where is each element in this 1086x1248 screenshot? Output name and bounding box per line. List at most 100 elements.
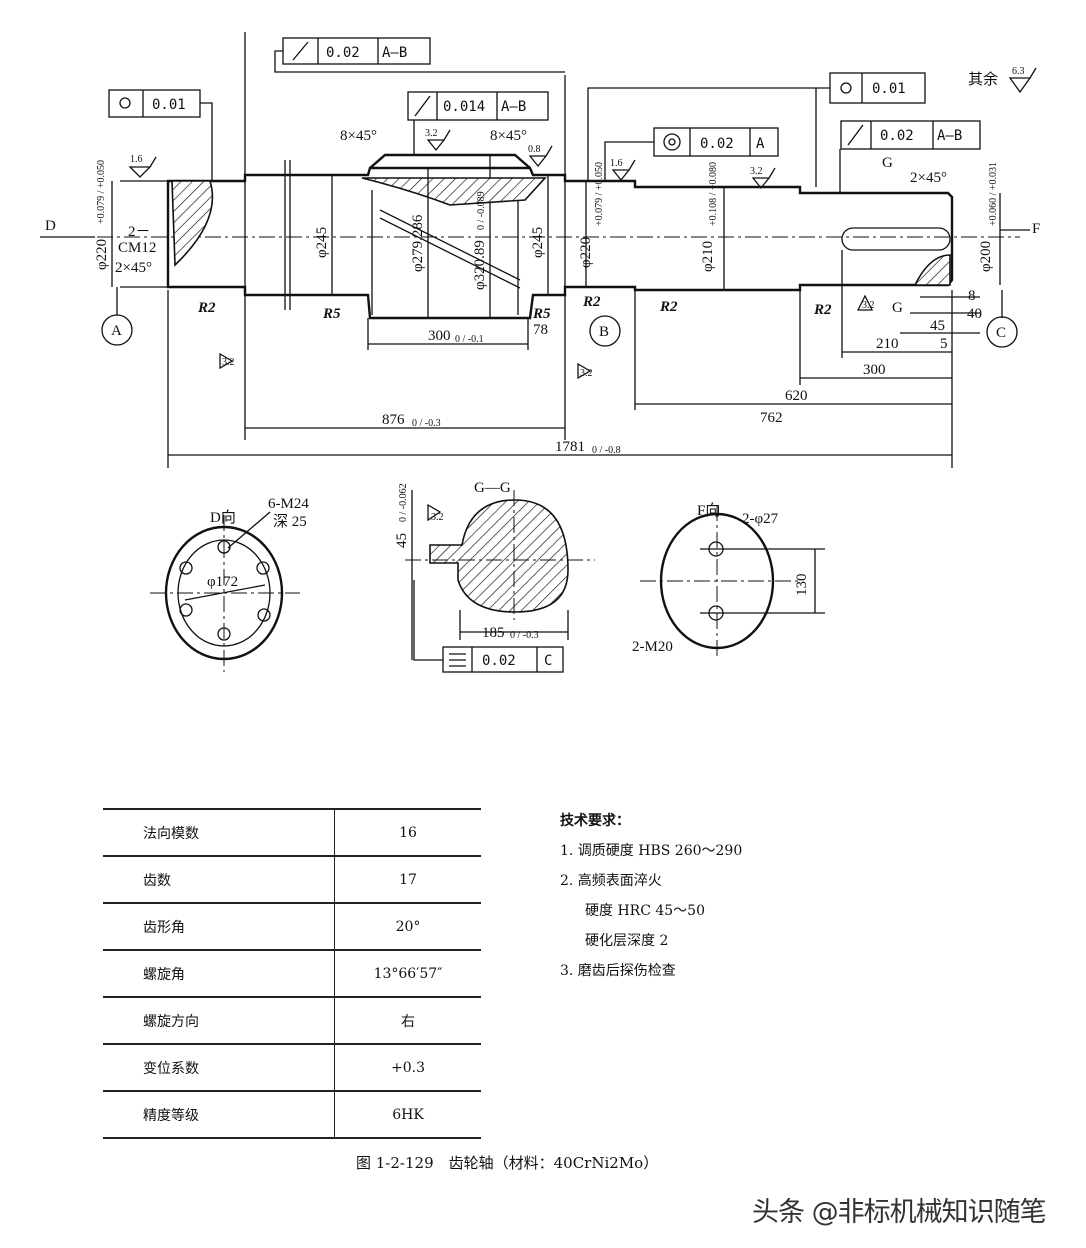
param-value: 13°66′57″ bbox=[334, 949, 481, 998]
svg-text:A: A bbox=[756, 136, 765, 152]
fcf-concentricity: 0.02 A bbox=[604, 127, 779, 181]
param-label: 精度等级 bbox=[103, 1090, 335, 1139]
svg-text:3.2: 3.2 bbox=[431, 512, 444, 523]
svg-text:762: 762 bbox=[760, 410, 783, 426]
technical-requirements: 技术要求： 1. 调质硬度 HBS 260～290 2. 高频表面淬火 硬度 H… bbox=[560, 806, 742, 986]
view-arrow-f: F bbox=[1032, 221, 1040, 237]
svg-text:R2: R2 bbox=[813, 302, 832, 318]
svg-text:1781: 1781 bbox=[555, 439, 585, 455]
svg-text:B: B bbox=[599, 324, 609, 340]
svg-text:R2: R2 bbox=[197, 300, 216, 316]
svg-text:φ172: φ172 bbox=[207, 574, 238, 590]
requirement-item: 2. 高频表面淬火 bbox=[560, 873, 662, 889]
svg-text:φ279.286: φ279.286 bbox=[410, 214, 426, 272]
dimension-lines bbox=[40, 32, 1030, 468]
svg-text:φ220: φ220 bbox=[94, 239, 110, 270]
param-value: 右 bbox=[334, 996, 481, 1045]
shaft-outline bbox=[120, 153, 954, 320]
cylindricity-icon bbox=[119, 97, 131, 109]
svg-text:3.2: 3.2 bbox=[750, 166, 763, 177]
table-row: 螺旋方向右 bbox=[103, 996, 481, 1045]
datum-c: C bbox=[986, 290, 1018, 348]
requirement-item: 硬度 HRC 45～50 bbox=[585, 903, 705, 919]
svg-text:3.2: 3.2 bbox=[425, 128, 438, 139]
concentricity-icon bbox=[663, 133, 681, 151]
svg-text:8×45°: 8×45° bbox=[340, 128, 377, 144]
param-value: +0.3 bbox=[334, 1043, 481, 1092]
svg-text:2×45°: 2×45° bbox=[910, 170, 947, 186]
svg-text:1.6: 1.6 bbox=[130, 154, 143, 165]
svg-text:+0.108 / +0.080: +0.108 / +0.080 bbox=[708, 162, 719, 226]
center-hole-section bbox=[171, 180, 214, 267]
datum-b: B bbox=[589, 315, 621, 347]
svg-text:φ245: φ245 bbox=[314, 227, 330, 258]
svg-text:0.02: 0.02 bbox=[482, 653, 516, 669]
svg-text:φ245: φ245 bbox=[530, 227, 546, 258]
svg-text:0 / -0.089: 0 / -0.089 bbox=[476, 191, 487, 230]
param-label: 法向模数 bbox=[103, 808, 335, 857]
section-g-g: G—G 45 0 / -0.062 185 0 / -0.3 bbox=[394, 480, 595, 660]
svg-text:F向: F向 bbox=[697, 502, 720, 519]
section-mark-g-top: G bbox=[882, 155, 893, 171]
param-value: 17 bbox=[334, 855, 481, 904]
dimension-texts: φ220 +0.079 / +0.050 φ245 φ279.286 φ320.… bbox=[94, 128, 999, 456]
svg-text:φ220: φ220 bbox=[578, 237, 594, 268]
svg-text:40: 40 bbox=[967, 306, 982, 322]
param-value: 6HK bbox=[334, 1090, 481, 1139]
requirement-item: 硬化层深度 2 bbox=[585, 933, 669, 949]
keyway bbox=[841, 227, 951, 251]
svg-text:φ320.89: φ320.89 bbox=[472, 240, 488, 290]
svg-text:深 25: 深 25 bbox=[273, 513, 307, 530]
runout-icon bbox=[847, 124, 864, 146]
svg-text:2-M20: 2-M20 bbox=[632, 639, 673, 655]
svg-text:2-φ27: 2-φ27 bbox=[742, 511, 779, 527]
svg-text:C: C bbox=[996, 325, 1006, 341]
svg-text:+0.079 / +0.050: +0.079 / +0.050 bbox=[96, 160, 107, 224]
svg-text:0 / -0.062: 0 / -0.062 bbox=[398, 483, 409, 522]
svg-text:A—B: A—B bbox=[382, 45, 407, 61]
svg-text:0.8: 0.8 bbox=[528, 144, 541, 155]
view-d: D向 6-M24 深 25 φ172 bbox=[150, 496, 309, 672]
svg-text:78: 78 bbox=[533, 322, 548, 338]
svg-text:210: 210 bbox=[876, 336, 899, 352]
svg-text:876: 876 bbox=[382, 412, 405, 428]
svg-text:0.014: 0.014 bbox=[443, 99, 485, 115]
svg-text:6-M24: 6-M24 bbox=[268, 496, 309, 512]
watermark: 头条 @非标机械知识随笔 bbox=[752, 1197, 1047, 1228]
svg-text:6.3: 6.3 bbox=[1012, 66, 1025, 77]
svg-text:φ210: φ210 bbox=[700, 241, 716, 272]
svg-text:φ200: φ200 bbox=[978, 241, 994, 272]
param-label: 螺旋方向 bbox=[103, 996, 335, 1045]
svg-text:5: 5 bbox=[940, 336, 948, 352]
svg-text:185: 185 bbox=[482, 625, 505, 641]
svg-text:0.02: 0.02 bbox=[700, 136, 734, 152]
param-value: 20° bbox=[334, 902, 481, 951]
svg-text:0 / -0.3: 0 / -0.3 bbox=[412, 418, 441, 429]
svg-text:130: 130 bbox=[794, 574, 810, 597]
figure-caption: 图 1-2-129 齿轮轴（材料：40CrNi2Mo） bbox=[356, 1154, 659, 1172]
svg-text:+0.060 / +0.031: +0.060 / +0.031 bbox=[988, 162, 999, 226]
svg-text:A—B: A—B bbox=[937, 128, 962, 144]
svg-text:D向: D向 bbox=[210, 509, 236, 526]
runout-icon bbox=[414, 95, 431, 117]
runout-icon bbox=[292, 41, 309, 61]
requirement-item: 1. 调质硬度 HBS 260～290 bbox=[560, 843, 743, 859]
view-arrow-d: D bbox=[45, 218, 56, 234]
svg-text:1.6: 1.6 bbox=[610, 158, 623, 169]
svg-text:2×45°: 2×45° bbox=[115, 260, 152, 276]
svg-text:300: 300 bbox=[863, 362, 886, 378]
requirements-title: 技术要求： bbox=[560, 813, 630, 829]
svg-text:R2: R2 bbox=[582, 294, 601, 310]
svg-text:3.2: 3.2 bbox=[862, 300, 875, 311]
svg-text:0.01: 0.01 bbox=[872, 81, 906, 97]
gear-section-hatch bbox=[361, 177, 547, 206]
svg-text:G—G: G—G bbox=[474, 480, 511, 496]
svg-text:C: C bbox=[544, 653, 552, 669]
svg-text:8: 8 bbox=[968, 288, 976, 304]
